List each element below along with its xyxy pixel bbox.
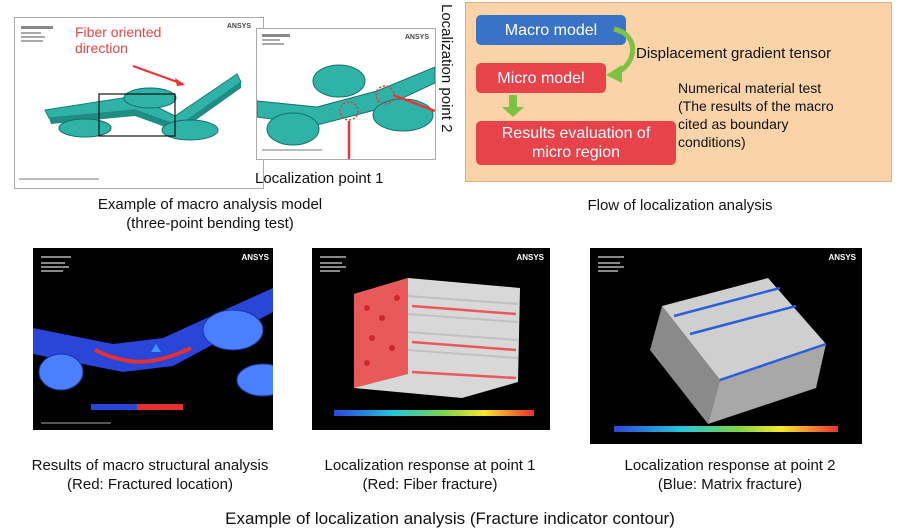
arrow-down [509,95,517,107]
result-panel-point2-svg: ANSYS [598,253,857,432]
matrix-fracture-lines [673,286,827,382]
results-evaluation-box: Results evaluation of micro region [476,121,676,165]
ansys-logo-left: ANSYS [227,23,251,30]
ansys-logo-panel3: ANSYS [828,253,856,262]
flow-diagram: Macro model Micro model Results evaluati… [465,2,892,182]
micro-model-box: Micro model [476,63,606,93]
panel2-caption: Localization response at point 1 (Red: F… [324,457,536,493]
roller-cylinders [58,87,219,141]
macro-model-caption: Example of macro analysis model (three-p… [97,196,323,232]
macro-model-right-svg: ANSYS [257,34,435,159]
loc-point-2-label: Localization point 2 [438,4,455,133]
arrow-displacement [613,26,636,76]
macro-model-screenshot-left: ANSYS Fiber oriented direction [14,17,264,189]
fiber-direction-label: Fiber oriented direction [75,24,162,56]
loc-point-1-marker [339,101,359,121]
flow-arrows [502,26,636,117]
result-panel-point2: ANSYS [590,248,862,444]
result-panel-macro-svg: ANSYS [33,253,273,424]
ansys-logo-right: ANSYS [405,34,429,41]
ansys-logo-panel1: ANSYS [241,253,269,262]
fracture-band [94,346,192,364]
fiber-lines [407,295,519,359]
macro-model-box: Macro model [476,15,626,45]
macro-model-screenshot-right: ANSYS [256,28,436,160]
result-panel-point1-svg: ANSYS [320,253,545,416]
panel3-caption: Localization response at point 2 (Blue: … [624,457,836,493]
result-panel-macro: ANSYS [33,248,273,430]
ansys-logo-panel2: ANSYS [516,253,544,262]
numerical-material-test-label: Numerical material test (The results of … [678,80,834,150]
zoom-rectangle [98,93,176,137]
loc-point-1-label: Localization point 1 [255,170,384,187]
result-panel-point1: ANSYS [312,248,550,430]
flow-caption: Flow of localization analysis [587,197,773,214]
main-caption: Example of localization analysis (Fractu… [225,509,675,528]
macro-model-left-svg: ANSYS [19,23,251,180]
panel1-caption: Results of macro structural analysis (Re… [31,457,269,493]
displacement-tensor-label: Displacement gradient tensor [636,45,832,62]
